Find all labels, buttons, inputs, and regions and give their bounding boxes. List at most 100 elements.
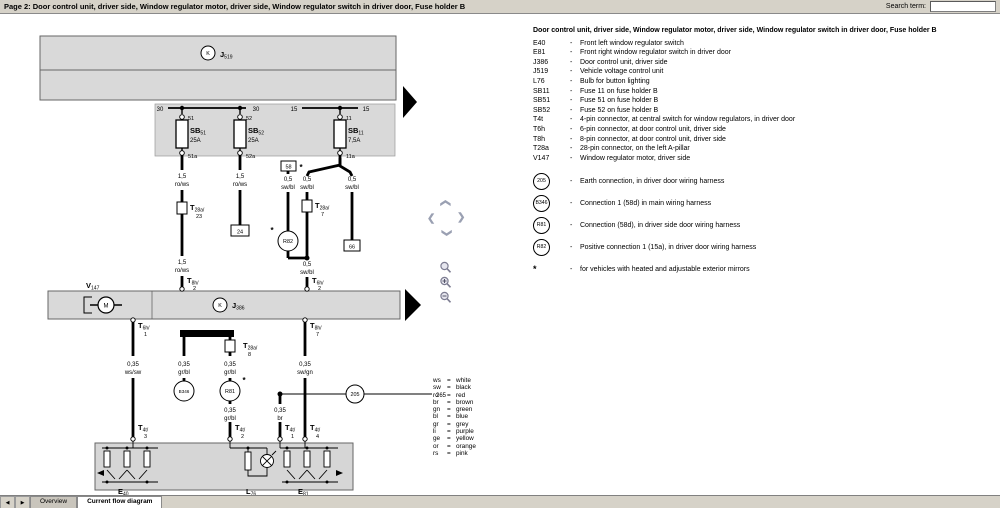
wires xyxy=(131,155,354,437)
track-reference-boxes: 58 24 66 xyxy=(230,160,361,252)
track-reference-label: 66 xyxy=(349,245,355,251)
color-code-row: br=brown xyxy=(433,398,474,406)
color-code-row: bl=blue xyxy=(433,413,469,421)
wire-label: sw/bl xyxy=(300,270,314,276)
pan-up-icon[interactable]: ❯ xyxy=(440,198,452,208)
legend-item-desc: Fuse 11 on fuse holder B xyxy=(580,87,658,95)
legend-item-desc: Positive connection 1 (15a), in driver d… xyxy=(580,243,757,251)
connection-circle-symbol: R81 xyxy=(533,216,550,234)
color-code-row: gr=grey xyxy=(433,420,469,428)
component-label: T28a/ xyxy=(190,203,205,214)
wiring-diagram: M xyxy=(39,35,447,495)
wire-label: 7 xyxy=(316,332,319,338)
track-reference-label: 24 xyxy=(237,230,243,236)
legend-item: T4t-4-pin connector, at central switch f… xyxy=(533,115,995,125)
legend-item: J519-Vehicle voltage control unit xyxy=(533,67,995,77)
color-code-row: rs=pink xyxy=(433,449,468,457)
wire-label: 1 xyxy=(144,332,147,338)
wire-label: ws/sw xyxy=(124,370,142,376)
tab-current-flow-diagram[interactable]: Current flow diagram xyxy=(77,496,163,508)
connection-circle-symbol: R82 xyxy=(533,238,550,256)
search-input[interactable] xyxy=(930,1,996,12)
pan-down-icon[interactable]: ❯ xyxy=(441,228,453,238)
connection-circle-label: R82 xyxy=(283,239,293,245)
wire-label: 30 xyxy=(157,107,164,113)
wire-label: 51a xyxy=(188,154,198,160)
wire-label: 0,5 xyxy=(303,177,312,183)
legend-item-code: E40 xyxy=(533,39,546,47)
wire-label: sw/bl xyxy=(281,185,295,191)
t28a-marker-boxes xyxy=(176,199,313,353)
wire-label: 8 xyxy=(248,352,251,358)
connection-circle xyxy=(277,230,299,252)
legend-item-code: V147 xyxy=(533,154,550,162)
legend-item-code: T28a xyxy=(533,145,549,153)
legend-item-desc: Fuse 51 on fuse holder B xyxy=(580,97,659,105)
wire-label: sw/bl xyxy=(345,185,359,191)
legend-item-code: J386 xyxy=(533,58,549,66)
legend-item-code: SB52 xyxy=(533,106,551,114)
pan-right-icon[interactable]: ❯ xyxy=(457,212,466,223)
component-label: T6h/ xyxy=(312,276,324,287)
legend-circle-item: R82-Positive connection 1 (15a), in driv… xyxy=(533,236,995,258)
tab-scroll-left-icon[interactable]: ◀ xyxy=(0,496,15,508)
connection-circle-label: K xyxy=(218,303,222,309)
zoom-in-icon[interactable] xyxy=(439,276,452,289)
wire-label: 52a xyxy=(246,154,256,160)
legend-item-desc: 6-pin connector, at door control unit, d… xyxy=(580,125,726,133)
component-label: J519 xyxy=(220,50,233,61)
color-code: ws xyxy=(433,377,441,384)
tab-overview[interactable]: Overview xyxy=(30,496,78,508)
v147-motor-symbol: M xyxy=(83,296,122,314)
color-name: red xyxy=(456,391,466,399)
wire-label: 0,5 xyxy=(348,177,357,183)
wire-label: 4 xyxy=(316,434,319,440)
legend-item-desc: Bulb for button lighting xyxy=(580,77,650,85)
legend-item: SB11-Fuse 11 on fuse holder B xyxy=(533,87,995,97)
wire-label: gr/bl xyxy=(224,416,236,422)
wire-label: * xyxy=(242,376,246,385)
fuse-band xyxy=(154,103,396,157)
legend-title: Door control unit, driver side, Window r… xyxy=(533,27,937,34)
e40-switch-symbol xyxy=(97,446,158,484)
star-symbol: * xyxy=(533,263,537,274)
color-code: bl xyxy=(433,413,438,421)
wire-label: * xyxy=(299,163,303,172)
zoom-out-icon[interactable] xyxy=(439,291,452,304)
wire-label: 0,35 xyxy=(178,362,190,368)
component-label: SB11 xyxy=(348,126,364,137)
legend-item-desc: 4-pin connector, at central switch for w… xyxy=(580,116,796,124)
component-label: E81 xyxy=(298,487,309,495)
connection-circle-label: R81 xyxy=(225,389,235,395)
connection-circle xyxy=(173,380,195,402)
continuation-arrow-icon xyxy=(405,289,421,321)
color-code-row: gn=green xyxy=(433,406,473,414)
legend-item: T6h-6-pin connector, at door control uni… xyxy=(533,125,995,135)
track-reference-label: 58 xyxy=(285,165,291,171)
wire-label: 265 xyxy=(436,393,447,399)
color-name: black xyxy=(456,384,471,392)
wire-label: 11a xyxy=(346,154,356,160)
wire-label: 15 xyxy=(363,107,370,113)
component-label: SB52 xyxy=(248,126,264,137)
legend-item-desc: Front right window regulator switch in d… xyxy=(580,49,731,57)
pan-left-icon[interactable]: ❯ xyxy=(427,213,436,224)
component-label: T28a/ xyxy=(243,341,258,352)
wire-label: 11 xyxy=(346,116,352,122)
component-legend: Door control unit, driver side, Window r… xyxy=(533,26,995,277)
legend-item-code: T8h xyxy=(533,135,546,143)
legend-circle-item: B346-Connection 1 (58d) in main wiring h… xyxy=(533,192,995,214)
color-name: white xyxy=(456,377,471,384)
color-name: orange xyxy=(456,442,476,450)
color-code-row: or=orange xyxy=(433,442,476,450)
wire-label: 7 xyxy=(321,212,324,218)
motor-letter: M xyxy=(104,304,109,310)
legend-item-code: T4t xyxy=(533,116,544,124)
zoom-reset-icon[interactable] xyxy=(439,261,452,274)
tab-scroll-right-icon[interactable]: ▶ xyxy=(15,496,30,508)
wire-label: 3 xyxy=(144,434,147,440)
